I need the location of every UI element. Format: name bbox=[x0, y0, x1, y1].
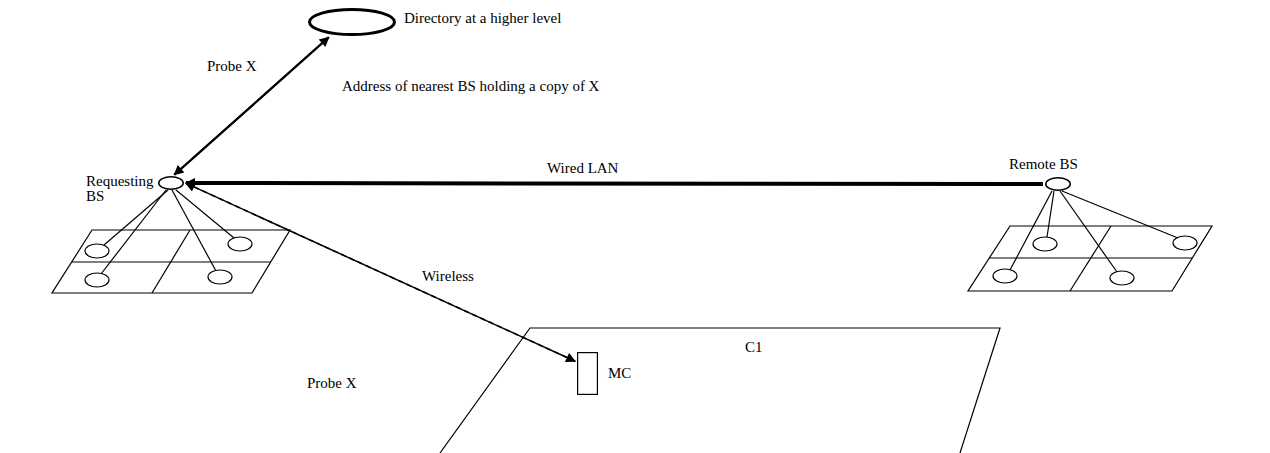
cell-station bbox=[85, 273, 109, 287]
node-label: Directory at a higher level bbox=[404, 11, 561, 26]
cell-station bbox=[85, 244, 109, 258]
connector-label: Probe X bbox=[305, 375, 359, 391]
cell-station bbox=[208, 270, 232, 284]
node-label: Requesting BS bbox=[86, 174, 154, 204]
outline-ellipse bbox=[159, 177, 184, 190]
station-link bbox=[1010, 191, 1052, 270]
station-link bbox=[172, 190, 216, 271]
mobile-computer: MC bbox=[577, 352, 598, 395]
directory-ellipse-outline bbox=[308, 8, 396, 36]
requesting-base-station: Requesting BS bbox=[158, 176, 184, 190]
grid-line bbox=[152, 230, 190, 293]
cell-region: C1MC bbox=[440, 328, 1002, 453]
connector bbox=[174, 37, 328, 174]
cell-station bbox=[1173, 236, 1197, 250]
mobile-computer-outline bbox=[577, 352, 598, 395]
connector-label: Probe X bbox=[205, 58, 259, 74]
node-label: C1 bbox=[745, 340, 763, 355]
outline-ellipse bbox=[310, 10, 395, 35]
cell-grid-outline bbox=[52, 230, 290, 293]
station-link bbox=[104, 190, 168, 245]
connector bbox=[186, 181, 1043, 186]
connector bbox=[174, 37, 328, 174]
connector-label: Wired LAN bbox=[545, 160, 620, 176]
left-cell-grid bbox=[52, 190, 290, 293]
connector bbox=[186, 183, 575, 361]
remote-base-station-outline bbox=[1045, 177, 1071, 191]
station-link bbox=[101, 190, 166, 274]
cell-station bbox=[1033, 237, 1057, 251]
outline-ellipse bbox=[1046, 178, 1071, 191]
cell-region-outline bbox=[440, 328, 1002, 453]
outline-parallelogram bbox=[440, 328, 1000, 453]
directory-ellipse: Directory at a higher level bbox=[308, 8, 396, 36]
station-link bbox=[1062, 191, 1178, 238]
cell-station bbox=[228, 237, 252, 251]
cell-grid-outline bbox=[968, 226, 1212, 291]
station-link bbox=[1060, 191, 1117, 272]
grid-line bbox=[1070, 226, 1111, 291]
connector-label: Wireless bbox=[420, 268, 476, 284]
outline-rect bbox=[578, 353, 598, 395]
requesting-base-station-outline bbox=[158, 176, 184, 190]
cell-station bbox=[993, 269, 1017, 283]
right-cell-grid bbox=[968, 191, 1212, 291]
remote-base-station: Remote BS bbox=[1045, 177, 1071, 191]
cell-station bbox=[1110, 271, 1134, 285]
connector bbox=[186, 183, 575, 361]
node-label: MC bbox=[608, 366, 631, 381]
connector-label: Address of nearest BS holding a copy of … bbox=[340, 78, 601, 94]
node-label: Remote BS bbox=[1009, 157, 1078, 172]
